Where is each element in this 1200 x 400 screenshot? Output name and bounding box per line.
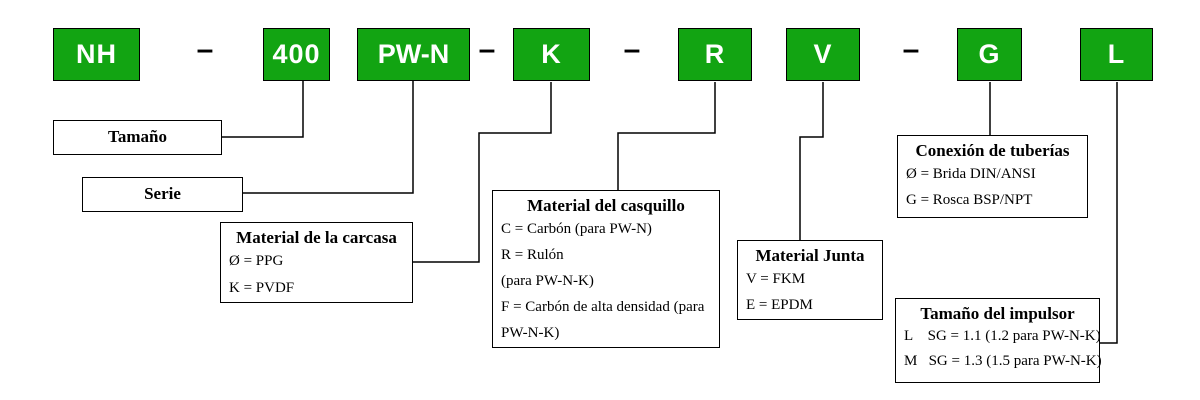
connector-pwn-to-serie xyxy=(243,81,414,194)
legend-title: Material del casquillo xyxy=(527,196,685,215)
legend-line: M SG = 1.3 (1.5 para PW-N-K) xyxy=(904,353,1102,369)
legend-line: G = Rosca BSP/NPT xyxy=(906,192,1033,208)
legend-box-conexion-tuberias: Conexión de tuberías Ø = Brida DIN/ANSI … xyxy=(897,135,1088,218)
legend-box-tamano-impulsor: Tamaño del impulsor L SG = 1.1 (1.2 para… xyxy=(895,298,1102,383)
connector-400-to-tamano xyxy=(222,81,304,138)
legend-line: PW-N-K) xyxy=(501,325,560,341)
legend-box-tamano: Tamaño xyxy=(53,120,222,155)
legend-box-material-carcasa: Material de la carcasa Ø = PPG K = PVDF xyxy=(220,222,413,303)
legend-line: Ø = PPG xyxy=(229,253,284,269)
legend-box-material-casquillo: Material del casquillo C = Carbón (para … xyxy=(492,190,720,348)
legend-title: Conexión de tuberías xyxy=(915,141,1070,160)
connector-r-to-casquillo xyxy=(617,82,716,190)
code-dash: – xyxy=(196,33,214,66)
legend-line: R = Rulón xyxy=(501,247,564,263)
code-box-k: K xyxy=(513,28,590,81)
legend-title: Serie xyxy=(144,184,181,203)
code-box-r: R xyxy=(678,28,752,81)
legend-line: V = FKM xyxy=(746,271,806,287)
code-dash: – xyxy=(902,33,920,66)
connector-l-to-impulsor xyxy=(1100,82,1118,344)
legend-title: Material de la carcasa xyxy=(236,228,397,247)
legend-line: F = Carbón de alta densidad (para xyxy=(501,299,705,315)
code-box-pw-n: PW-N xyxy=(357,28,470,81)
code-box-nh: NH xyxy=(53,28,140,81)
legend-title: Tamaño del impulsor xyxy=(920,304,1075,323)
connector-k-to-carcasa xyxy=(413,82,552,263)
code-dash: – xyxy=(623,33,641,66)
legend-line: E = EPDM xyxy=(746,297,813,313)
code-box-400: 400 xyxy=(263,28,330,81)
legend-box-material-junta: Material Junta V = FKM E = EPDM xyxy=(737,240,883,320)
code-box-v: V xyxy=(786,28,860,81)
connector-v-to-junta xyxy=(799,82,824,240)
legend-line: Ø = Brida DIN/ANSI xyxy=(906,166,1036,182)
legend-line: C = Carbón (para PW-N) xyxy=(501,221,652,237)
code-box-l: L xyxy=(1080,28,1153,81)
legend-line: L SG = 1.1 (1.2 para PW-N-K) xyxy=(904,328,1101,344)
code-box-g: G xyxy=(957,28,1022,81)
legend-title: Tamaño xyxy=(108,127,167,146)
legend-line: K = PVDF xyxy=(229,280,295,296)
legend-title: Material Junta xyxy=(755,246,865,265)
legend-box-serie: Serie xyxy=(82,177,243,212)
legend-line: (para PW-N-K) xyxy=(501,273,594,289)
code-dash: – xyxy=(478,33,496,66)
